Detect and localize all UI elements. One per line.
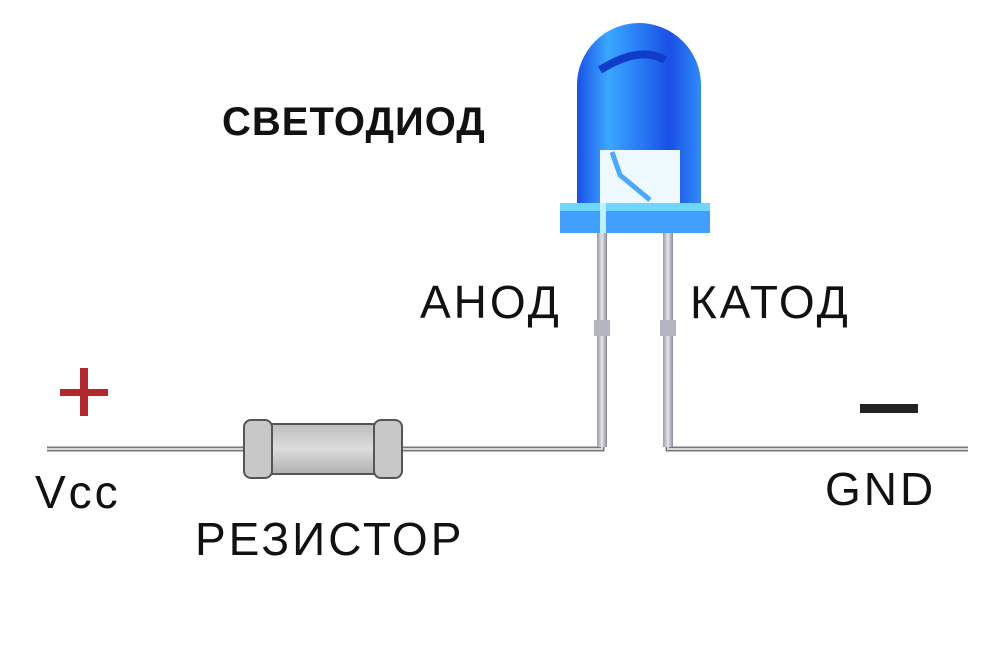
anode-label: АНОД — [420, 276, 562, 328]
resistor — [243, 419, 403, 479]
anode-lead — [597, 233, 607, 447]
wire-right — [665, 233, 968, 452]
led-label: СВЕТОДИОД — [222, 100, 486, 144]
cathode-label: КАТОД — [690, 276, 851, 328]
resistor-label: РЕЗИСТОР — [195, 513, 464, 565]
plus-icon — [60, 368, 108, 416]
anode-lead-joint — [594, 320, 610, 336]
wire-left — [47, 233, 605, 452]
cathode-lead-joint — [660, 320, 676, 336]
minus-icon — [860, 404, 918, 413]
cathode-lead — [663, 233, 673, 447]
gnd-label: GND — [825, 463, 936, 515]
vcc-label: Vcc — [35, 466, 121, 518]
led-icon — [560, 23, 710, 233]
